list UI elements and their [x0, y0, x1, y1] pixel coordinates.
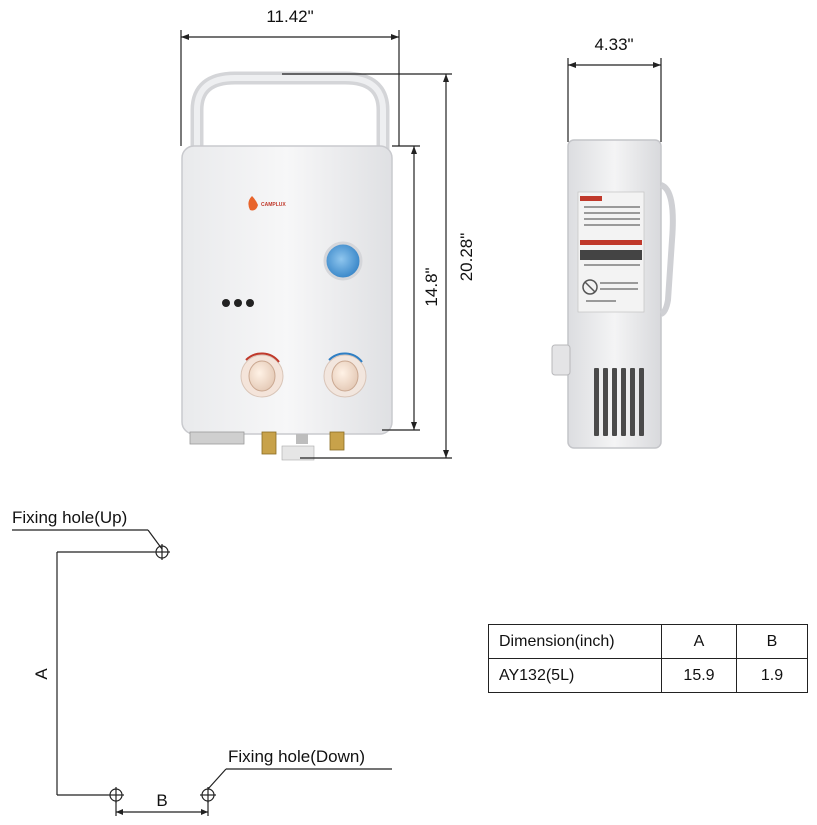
warning-label	[577, 191, 645, 313]
indicator-dots	[222, 299, 254, 307]
height-body-label: 14.8"	[422, 267, 441, 306]
dimension-table: Dimension(inch) A B AY132(5L) 15.9 1.9	[488, 624, 808, 693]
heater-handle	[190, 71, 390, 155]
table-cell-model: AY132(5L)	[488, 658, 662, 693]
fixing-hole-down-label: Fixing hole(Down)	[228, 747, 365, 766]
table-header-b: B	[736, 624, 808, 659]
dimension-a-label: A	[32, 668, 51, 680]
table-header-a: A	[661, 624, 737, 659]
table-row: AY132(5L) 15.9 1.9	[488, 658, 808, 693]
gas-knob	[240, 352, 284, 398]
brand-logo: CAMPLUX	[248, 196, 286, 211]
width-dimension	[180, 30, 400, 146]
mounting-diagram	[12, 529, 392, 816]
brand-logo-text: CAMPLUX	[261, 202, 286, 208]
fixing-hole-up-label: Fixing hole(Up)	[12, 508, 127, 527]
table-header-dimension: Dimension(inch)	[488, 624, 662, 659]
table-cell-b: 1.9	[736, 658, 808, 693]
water-knob	[323, 352, 367, 398]
temperature-gauge	[323, 241, 363, 281]
depth-label: 4.33"	[594, 35, 633, 54]
height-total-dimension	[282, 73, 452, 459]
table-cell-a: 15.9	[661, 658, 737, 693]
width-label: 11.42"	[266, 7, 313, 26]
table-header-row: Dimension(inch) A B	[488, 624, 808, 659]
bottom-fittings	[189, 431, 345, 461]
height-total-label: 20.28"	[457, 233, 476, 282]
dimension-b-label: B	[156, 791, 167, 810]
heater-side-view	[551, 139, 676, 449]
heater-front-view: CAMPLUX	[181, 71, 393, 461]
height-body-dimension	[382, 145, 420, 431]
depth-dimension	[567, 58, 662, 142]
side-vents	[594, 368, 644, 436]
